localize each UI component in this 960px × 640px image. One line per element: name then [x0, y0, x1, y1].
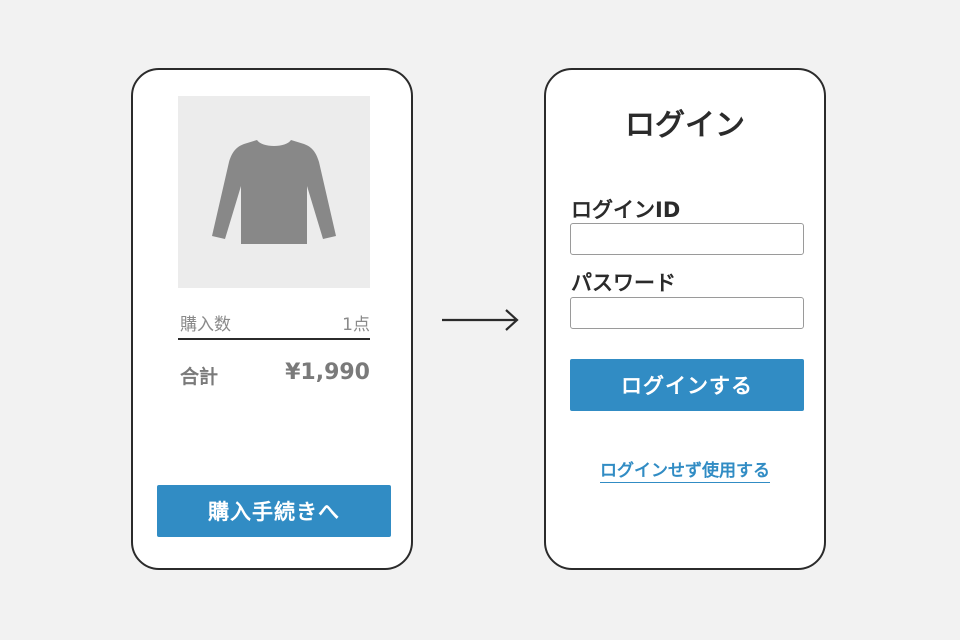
checkout-button[interactable]: 購入手続きへ [157, 485, 391, 537]
total-row: 合計 ¥1,990 [178, 360, 370, 390]
password-field[interactable] [570, 297, 804, 329]
guest-link-container: ログインせず使用する [546, 456, 824, 483]
quantity-row: 購入数 1点 [178, 308, 370, 340]
use-without-login-link[interactable]: ログインせず使用する [600, 461, 770, 483]
right-arrow-icon [442, 309, 519, 331]
quantity-label: 購入数 [180, 315, 231, 335]
login-id-field[interactable] [570, 223, 804, 255]
total-label: 合計 [180, 366, 219, 388]
login-id-label: ログインID [571, 198, 681, 222]
cart-screen: 購入数 1点 合計 ¥1,990 購入手続きへ [131, 68, 413, 570]
product-image[interactable] [178, 96, 370, 288]
login-button[interactable]: ログインする [570, 359, 804, 411]
total-price: ¥1,990 [285, 360, 370, 385]
login-screen: ログイン ログインID パスワード ログインする ログインせず使用する [544, 68, 826, 570]
login-title: ログイン [625, 108, 745, 143]
quantity-value: 1点 [342, 315, 370, 335]
long-sleeve-shirt-icon [212, 140, 336, 244]
password-label: パスワード [571, 271, 676, 295]
